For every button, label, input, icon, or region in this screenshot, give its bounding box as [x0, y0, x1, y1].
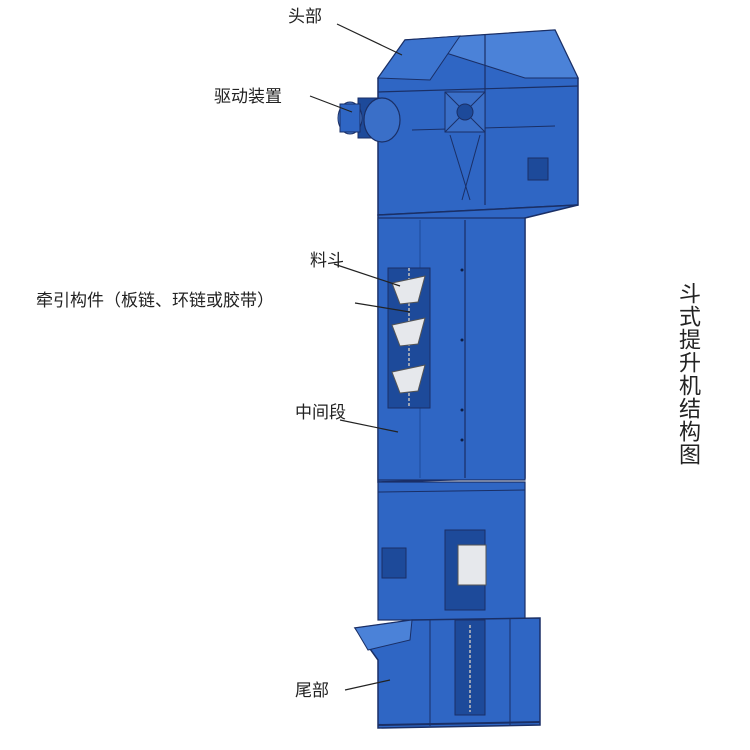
label-head: 头部 — [288, 7, 322, 27]
diagram-title: 斗式提升机结构图 — [675, 282, 700, 466]
label-drive: 驱动装置 — [214, 87, 282, 107]
elevator-machine — [337, 29, 579, 729]
middle-section — [377, 204, 579, 483]
bucket-3 — [391, 364, 426, 394]
bucket-2 — [391, 317, 426, 347]
label-bucket: 料斗 — [310, 251, 344, 271]
head-section — [377, 29, 579, 216]
leader-lines — [309, 23, 411, 691]
drive-motor — [337, 97, 401, 143]
buckets — [391, 275, 426, 394]
label-tail: 尾部 — [295, 681, 329, 701]
label-traction: 牵引构件（板链、环链或胶带） — [36, 291, 274, 311]
tail-section — [353, 481, 541, 729]
bucket-1 — [391, 275, 426, 305]
label-middle: 中间段 — [295, 403, 346, 423]
